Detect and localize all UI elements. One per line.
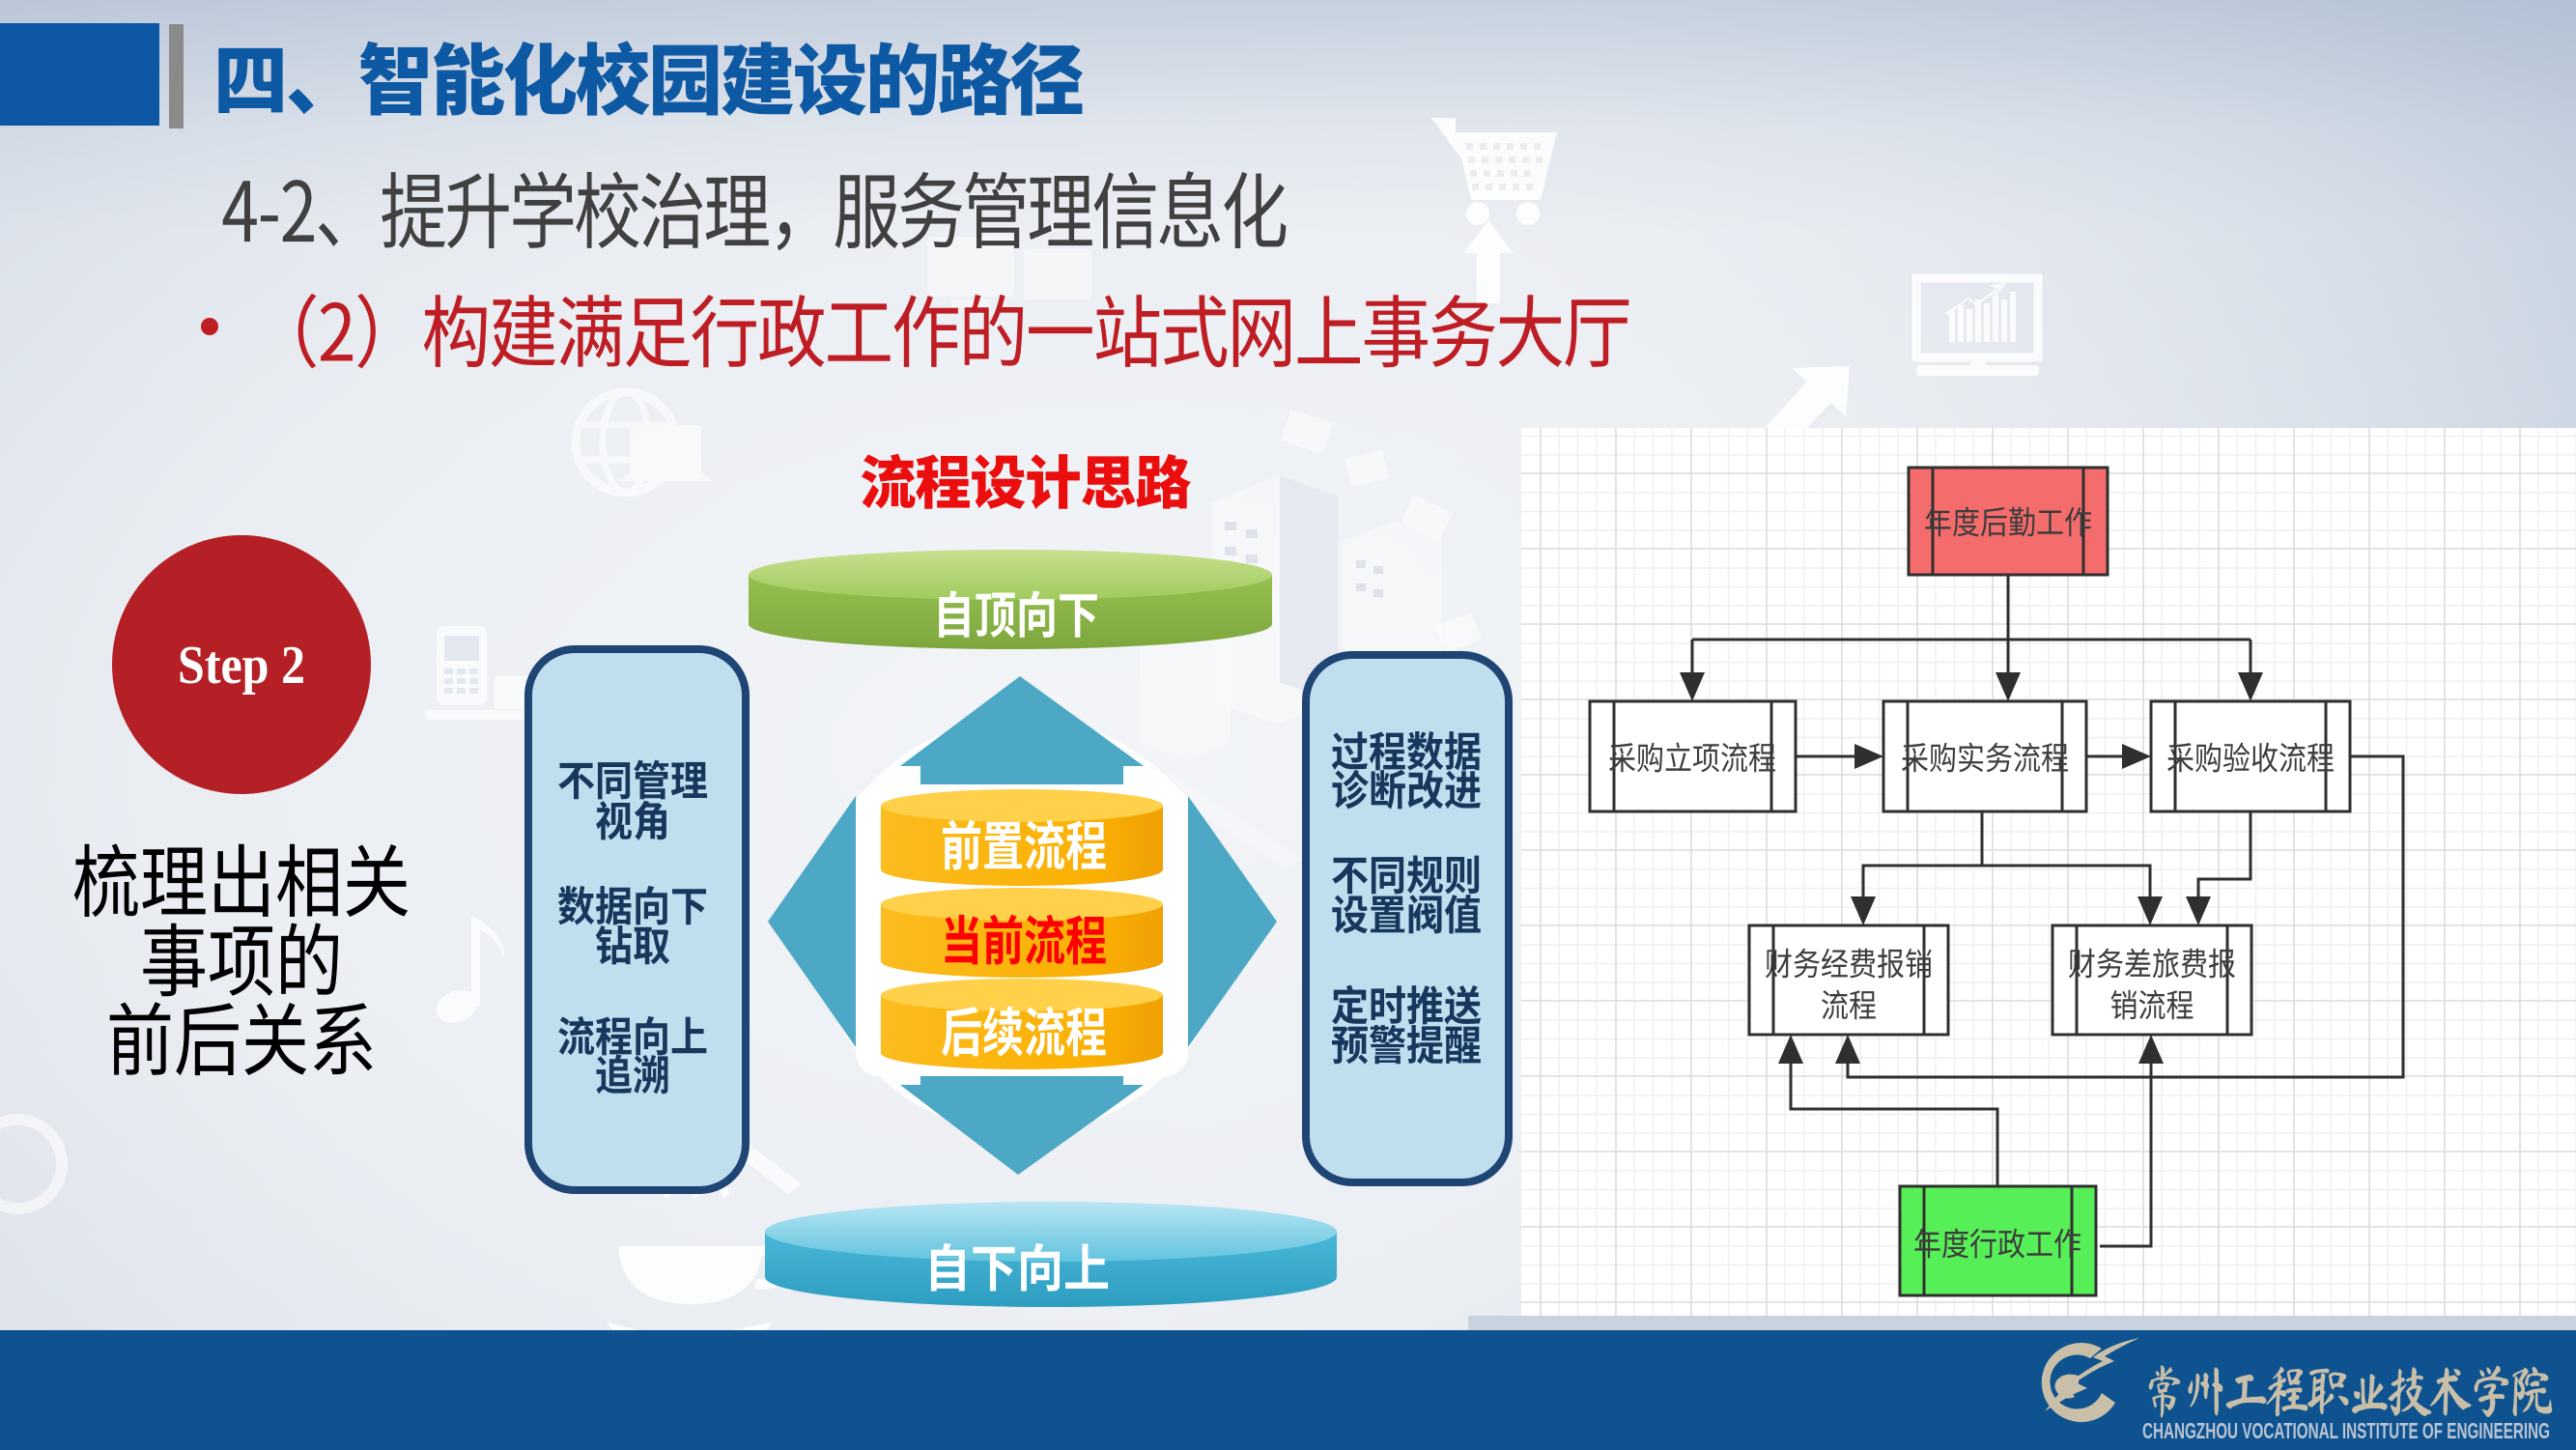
svg-text:CHANGZHOU VOCATIONAL INSTITUTE: CHANGZHOU VOCATIONAL INSTITUTE OF ENGINE… [2142, 1418, 2550, 1443]
svg-text:Step 2: Step 2 [178, 636, 305, 696]
